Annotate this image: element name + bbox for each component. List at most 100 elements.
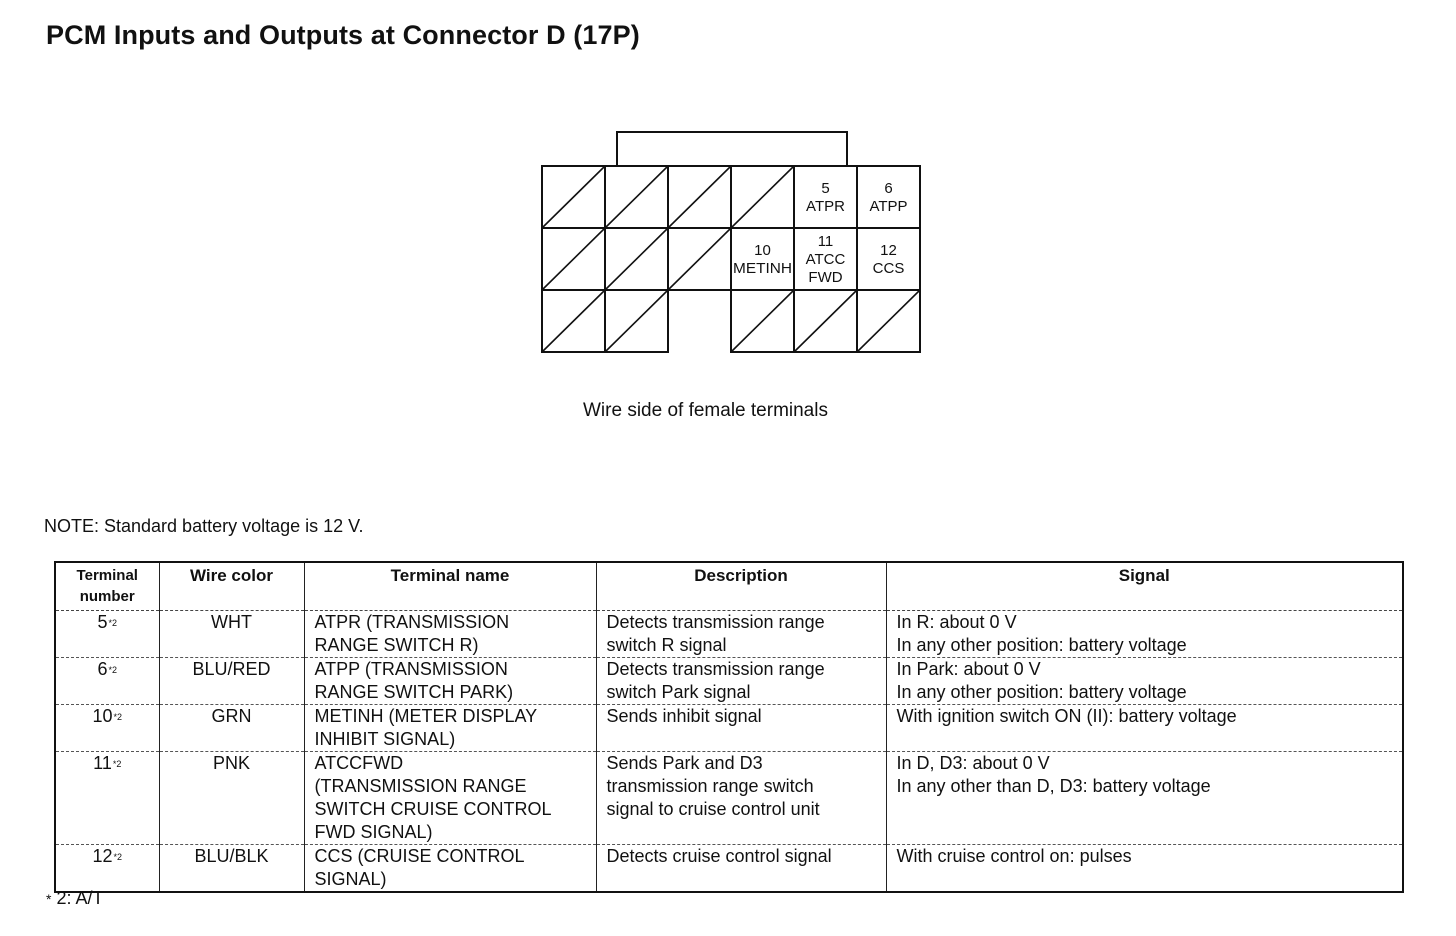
unused-terminal-cell (730, 289, 795, 353)
cell-terminal-name-line: RANGE SWITCH R) (314, 635, 479, 655)
footnote-ref: *2 (113, 852, 123, 862)
cell-terminal-name-line: SWITCH CRUISE CONTROL (314, 799, 552, 819)
unused-terminal-cell (856, 289, 921, 353)
cell-description-line: Detects cruise control signal (606, 846, 832, 866)
connector-caption: Wire side of female terminals (583, 400, 828, 421)
terminal-number-label: 12 (880, 242, 897, 259)
cell-signal-line: In Park: about 0 V (896, 659, 1041, 679)
terminal-signal-table: Terminal number Wire color Terminal name… (54, 561, 1404, 893)
cell-description-line: Detects transmission range (606, 659, 825, 679)
connector-lock-tab (616, 131, 848, 166)
cell-description-line: Detects transmission range (606, 612, 825, 632)
terminal-signal-label: METINH (733, 260, 792, 277)
header-terminal-name: Terminal name (303, 562, 597, 611)
unused-terminal-hatch (604, 227, 669, 291)
unused-terminal-hatch (604, 165, 669, 229)
unused-terminal-hatch (667, 227, 732, 291)
cell-signal: In D, D3: about 0 V In any other than D, … (885, 751, 1404, 845)
battery-voltage-note: NOTE: Standard battery voltage is 12 V. (44, 516, 364, 536)
cell-description-line: Sends Park and D3 (606, 753, 763, 773)
terminal-number: 6 (97, 659, 108, 679)
unused-terminal-cell (541, 165, 606, 229)
unused-terminal-hatch (541, 165, 606, 229)
cell-signal-line: In D, D3: about 0 V (896, 753, 1050, 773)
cell-signal: With cruise control on: pulses (885, 844, 1404, 892)
cell-terminal-name-line: CCS (CRUISE CONTROL (314, 846, 525, 866)
cell-signal: In R: about 0 V In any other position: ba… (885, 610, 1404, 658)
cell-terminal-name-line: ATPR (TRANSMISSION (314, 612, 510, 632)
unused-terminal-hatch (793, 289, 858, 353)
unused-terminal-cell (604, 165, 669, 229)
terminal-frame (730, 227, 795, 291)
cell-description-line: transmission range switch (606, 776, 814, 796)
cell-signal-line: In any other position: battery voltage (896, 635, 1187, 655)
unused-terminal-cell (667, 227, 732, 291)
terminal-number: 12 (92, 846, 113, 866)
cell-terminal-name-line: RANGE SWITCH PARK) (314, 682, 514, 702)
terminal-number: 5 (97, 612, 108, 632)
unused-terminal-hatch (856, 289, 921, 353)
unused-terminal-hatch (667, 165, 732, 229)
cell-description-line: switch R signal (606, 635, 727, 655)
terminal-signal-label: CCS (873, 260, 905, 277)
cell-signal-line: In any other position: battery voltage (896, 682, 1187, 702)
cell-signal-line: With ignition switch ON (II): battery vo… (896, 706, 1237, 726)
cell-wire-color: BLU/RED (158, 657, 305, 705)
cell-terminal-name-line: FWD SIGNAL) (314, 822, 433, 842)
header-terminal-number-line: Terminal (76, 567, 138, 584)
cell-terminal-number: 11*2 (54, 751, 160, 845)
header-signal: Signal (885, 562, 1404, 611)
terminal-frame (793, 165, 858, 229)
cell-wire-color: GRN (158, 704, 305, 752)
terminal-signal-label: ATPP (869, 198, 907, 215)
cell-description-line: Sends inhibit signal (606, 706, 762, 726)
cell-terminal-name-line: ATCCFWD (314, 753, 404, 773)
footnote: *2: A/T (46, 888, 103, 909)
unused-terminal-cell (541, 227, 606, 291)
table-row: 12*2 BLU/BLK CCS (CRUISE CONTROL SIGNAL) Det… (54, 844, 1404, 892)
footnote-marker: * (46, 891, 52, 907)
terminal-number-label: 10 (754, 242, 771, 259)
cell-signal-line: With cruise control on: pulses (896, 846, 1132, 866)
cell-terminal-number: 6*2 (54, 657, 160, 705)
unused-terminal-cell (604, 289, 669, 353)
footnote-ref: *2 (108, 665, 118, 675)
unused-terminal-cell (667, 165, 732, 229)
terminal-frame (856, 227, 921, 291)
cell-description: Detects transmission range switch R signa… (595, 610, 887, 658)
cell-description: Sends Park and D3 transmission range swit… (595, 751, 887, 845)
cell-terminal-number: 5*2 (54, 610, 160, 658)
unused-terminal-hatch (541, 227, 606, 291)
cell-signal-line: In any other than D, D3: battery voltage (896, 776, 1211, 796)
cell-terminal-name: ATPR (TRANSMISSION RANGE SWITCH R) (303, 610, 597, 658)
table-header-row: Terminal number Wire color Terminal name… (54, 562, 1404, 611)
terminal-number-label: 6 (884, 180, 892, 197)
cell-signal: With ignition switch ON (II): battery vo… (885, 704, 1404, 752)
cell-wire-color: PNK (158, 751, 305, 845)
cell-wire-color: BLU/BLK (158, 844, 305, 892)
terminal-number: 11 (93, 753, 112, 773)
footnote-text: 2: A/T (56, 888, 104, 908)
unused-terminal-hatch (730, 289, 795, 353)
terminal-signal-label: FWD (808, 269, 842, 286)
footnote-ref: *2 (113, 712, 123, 722)
header-wire-color: Wire color (158, 562, 305, 611)
cell-signal-line: In R: about 0 V (896, 612, 1017, 632)
unused-terminal-frame (604, 289, 669, 353)
footnote-ref: *2 (112, 759, 122, 769)
cell-terminal-name-line: SIGNAL) (314, 869, 387, 889)
unused-terminal-cell (541, 289, 606, 353)
header-description: Description (595, 562, 887, 611)
